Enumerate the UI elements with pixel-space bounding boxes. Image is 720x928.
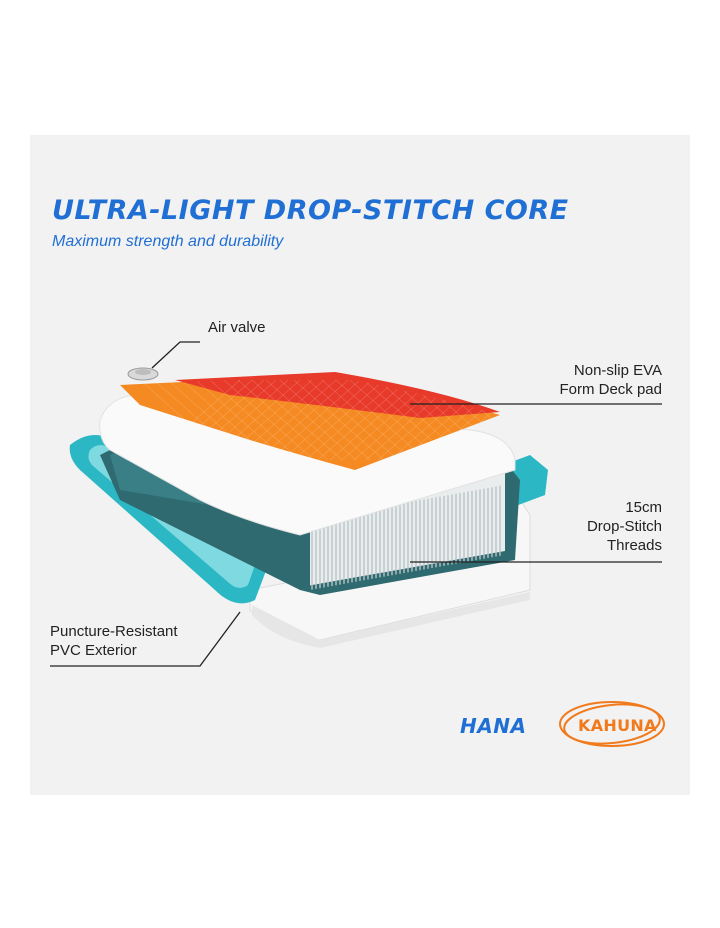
deck-texture-line <box>269 379 361 461</box>
callout-threads: 15cm Drop-Stitch Threads <box>540 498 662 555</box>
deck-pad-red <box>175 372 500 418</box>
callout-exterior-line2: PVC Exterior <box>50 642 137 659</box>
deck-texture-line <box>305 379 397 461</box>
brand-hana: HANA <box>460 714 527 738</box>
page-title: ULTRA-LIGHT DROP-STITCH CORE <box>52 195 569 226</box>
leader-lines <box>50 341 662 667</box>
deck-texture-line <box>257 379 349 461</box>
exterior-leader <box>50 611 241 667</box>
deck-texture-line <box>223 379 315 461</box>
deck-texture-line <box>251 379 343 461</box>
callout-exterior-line1: Puncture-Resistant <box>50 623 178 640</box>
callout-threads-line2: Drop-Stitch <box>586 518 662 535</box>
deck-texture-line <box>281 379 373 461</box>
deck-texture-line <box>335 379 427 461</box>
callout-exterior: Puncture-Resistant PVC Exterior <box>50 622 178 660</box>
deck-texture-line <box>321 379 413 461</box>
callout-deck-pad: Non-slip EVA Form Deck pad <box>520 361 662 399</box>
deck-texture-line <box>293 379 385 461</box>
air-valve-leader <box>151 341 200 369</box>
callout-deck-pad-line2: Form Deck pad <box>559 381 662 398</box>
deck-texture-line <box>293 379 385 461</box>
deck-texture-line <box>209 379 301 461</box>
deck-texture-line <box>329 379 421 461</box>
page-subtitle: Maximum strength and durability <box>52 233 284 250</box>
callout-air-valve: Air valve <box>208 318 266 337</box>
callout-threads-line1: 15cm <box>625 499 662 516</box>
deck-texture-line <box>265 379 357 461</box>
deck-texture-line <box>317 379 409 461</box>
callout-threads-line3: Threads <box>606 537 662 554</box>
deck-texture-line <box>237 379 329 461</box>
brand-kahuna: KAHUNA <box>578 716 657 735</box>
callout-air-valve-text: Air valve <box>208 319 266 336</box>
callout-deck-pad-line1: Non-slip EVA <box>573 362 662 379</box>
kahuna-logo <box>559 701 665 747</box>
deck-texture-line <box>307 379 399 461</box>
thread-lines <box>311 485 501 590</box>
deck-texture-line <box>279 379 371 461</box>
